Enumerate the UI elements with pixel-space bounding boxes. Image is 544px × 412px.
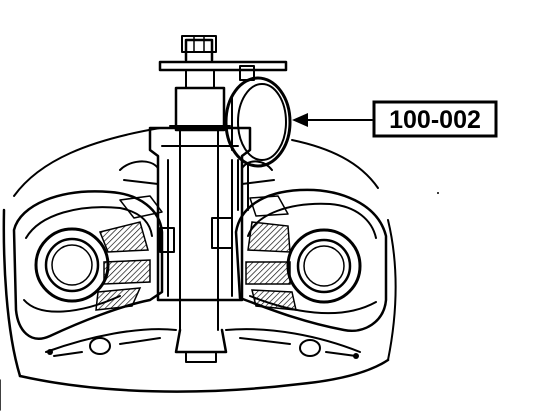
left-bolt-icon xyxy=(89,337,111,355)
center-carrier xyxy=(119,126,275,331)
housing-outline xyxy=(0,127,397,411)
lower-base xyxy=(45,328,361,363)
left-housing xyxy=(12,190,164,340)
dial-gauge-icon xyxy=(224,65,292,211)
callout-arrow xyxy=(292,113,373,127)
right-housing xyxy=(234,188,388,332)
right-ring-gear xyxy=(247,221,291,253)
right-bolt-icon xyxy=(299,339,321,357)
measuring-tool-column xyxy=(158,35,288,132)
left-ring-gear xyxy=(98,221,149,253)
callout-label-box: 100-002 xyxy=(372,100,498,138)
callout-label: 100-002 xyxy=(389,106,481,134)
